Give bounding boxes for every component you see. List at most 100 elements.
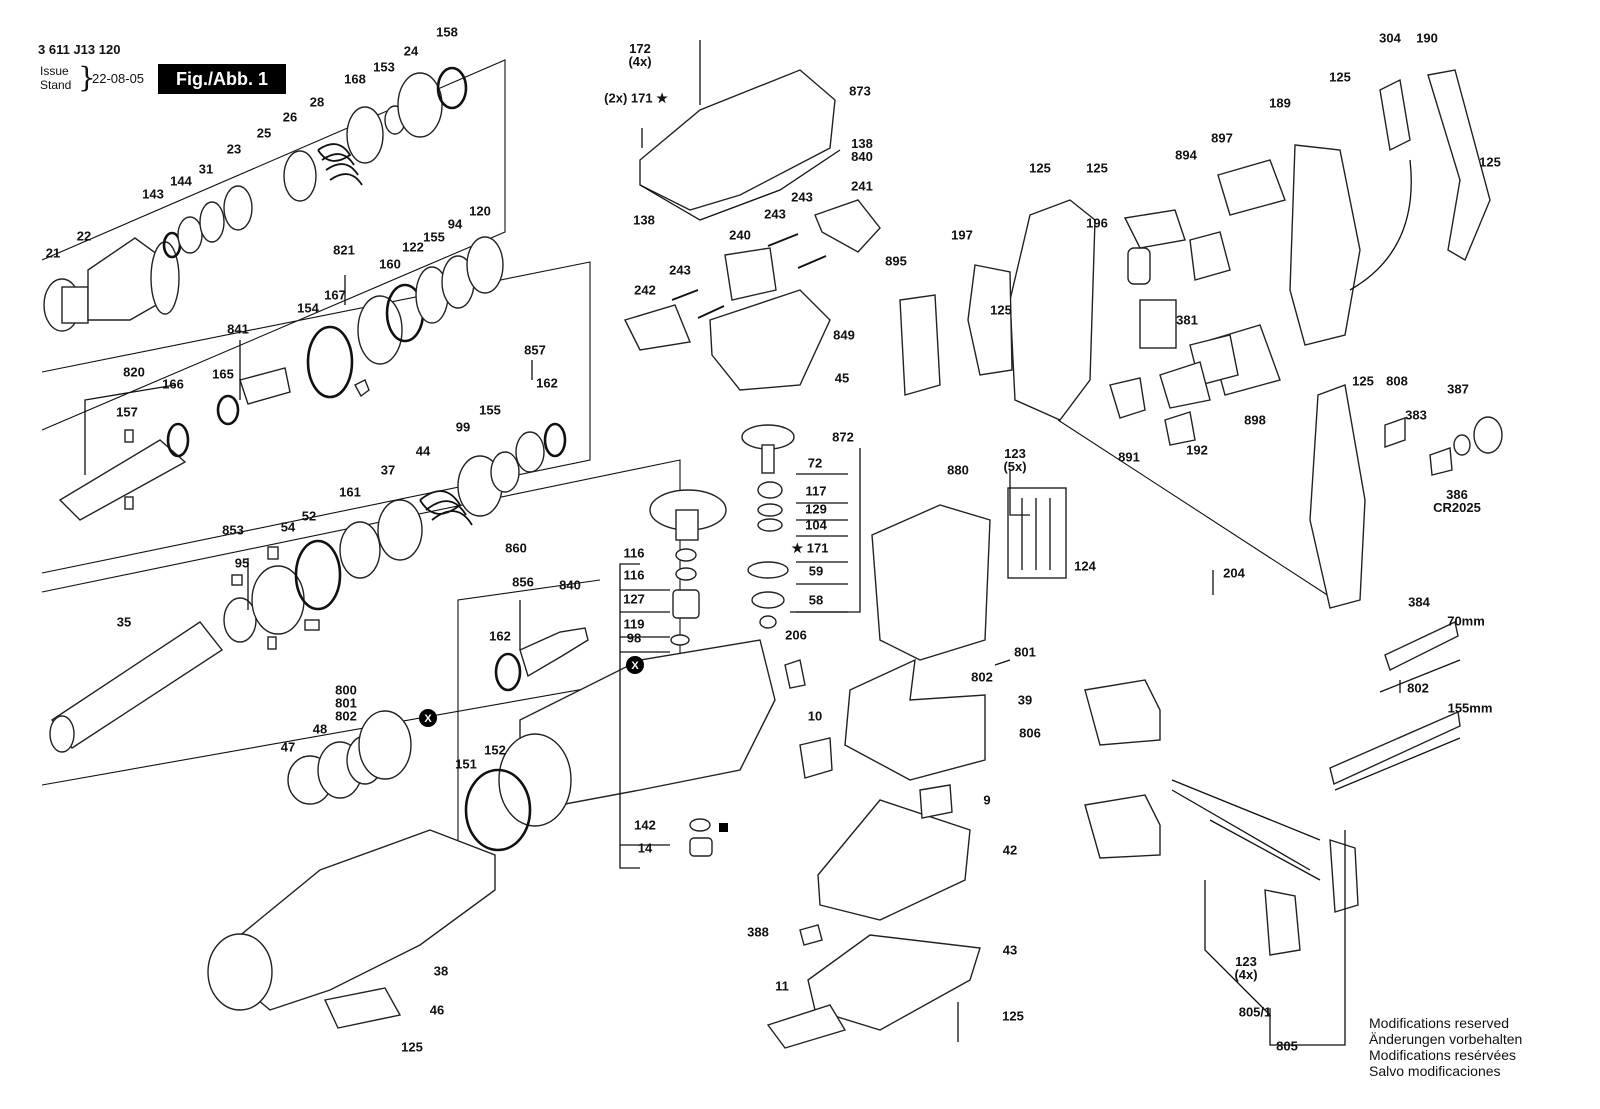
part-label: 805/1 xyxy=(1238,1004,1272,1020)
part-label: 808 xyxy=(1386,373,1408,389)
part-label: 125 xyxy=(1002,1008,1024,1024)
note-line: Modifications reserved xyxy=(1369,1015,1510,1031)
part-label: 44 xyxy=(415,443,431,459)
part-label: 123 (5x) xyxy=(1003,446,1027,474)
document-number: 3 611 J13 120 xyxy=(38,42,121,57)
part-label: 161 xyxy=(339,484,361,500)
chuck-assembly xyxy=(43,66,468,332)
part-label: 125 xyxy=(1029,160,1051,176)
part-label: 125 xyxy=(1479,154,1501,170)
part-label: 21 xyxy=(45,245,61,261)
part-label: 158 xyxy=(436,24,458,40)
part-label: 387 xyxy=(1447,381,1469,397)
handle-assembly xyxy=(899,69,1503,609)
figure-label: Fig./Abb. 1 xyxy=(158,64,286,94)
spindle-assembly xyxy=(49,539,589,805)
part-label: 125 xyxy=(1352,373,1374,389)
part-label: 154 xyxy=(297,300,319,316)
part-label: 800 801 802 xyxy=(335,682,357,724)
part-label: 242 xyxy=(634,282,656,298)
part-label: 138 840 xyxy=(851,136,873,164)
part-label: 873 xyxy=(849,83,871,99)
part-label: 70mm xyxy=(1447,613,1485,629)
note-line: Änderungen vorbehalten xyxy=(1369,1031,1523,1047)
part-label: 117 xyxy=(805,483,827,499)
part-label: 123 (4x) xyxy=(1234,954,1258,982)
part-label: 138 xyxy=(633,212,655,228)
housing-assembly xyxy=(207,489,776,1029)
cover-assembly xyxy=(624,40,881,391)
part-label: 196 xyxy=(1086,215,1108,231)
part-label: 192 xyxy=(1186,442,1208,458)
part-label: 22 xyxy=(76,228,92,244)
part-label: 189 xyxy=(1269,95,1291,111)
part-label: 142 xyxy=(634,817,656,833)
part-label: 802 xyxy=(971,669,993,685)
part-label: 37 xyxy=(380,462,396,478)
part-label: 152 xyxy=(484,742,506,758)
part-label: 122 xyxy=(402,239,424,255)
part-label: 42 xyxy=(1002,842,1018,858)
part-label: 125 xyxy=(990,302,1012,318)
part-label: 860 xyxy=(505,540,527,556)
part-label: 23 xyxy=(226,141,242,157)
part-label: 383 xyxy=(1405,407,1427,423)
part-label: 14 xyxy=(637,840,653,856)
part-label: 197 xyxy=(951,227,973,243)
part-label: 9 xyxy=(983,792,991,808)
issue-date: 22-08-05 xyxy=(92,71,145,86)
part-label: 28 xyxy=(309,94,325,110)
part-label: 820 xyxy=(123,364,145,380)
x-marker-center: X xyxy=(631,660,639,672)
part-label: 155 xyxy=(423,229,445,245)
part-label: 153 xyxy=(373,59,395,75)
part-label: 160 xyxy=(379,256,401,272)
part-label: 243 xyxy=(764,206,786,222)
part-label: 31 xyxy=(198,161,214,177)
modification-notes: Modifications reserved Änderungen vorbeh… xyxy=(1369,1015,1522,1079)
part-label: 125 xyxy=(1086,160,1108,176)
part-label: 143 xyxy=(142,186,164,202)
part-label: 168 xyxy=(344,71,366,87)
part-label: 11 xyxy=(775,978,789,994)
part-label: 243 xyxy=(669,262,691,278)
part-label: 72 xyxy=(807,455,823,471)
part-label: 58 xyxy=(808,592,824,608)
impact-assembly xyxy=(58,236,567,579)
motor-assembly xyxy=(766,487,1067,1049)
part-label: 243 xyxy=(791,189,813,205)
part-label: 52 xyxy=(301,508,317,524)
part-label: 880 xyxy=(947,462,969,478)
part-label: 898 xyxy=(1244,412,1266,428)
part-label: 853 xyxy=(222,522,244,538)
part-label: 240 xyxy=(729,227,751,243)
part-label: 165 xyxy=(212,366,234,382)
part-label: 241 xyxy=(851,178,873,194)
part-label: 162 xyxy=(489,628,511,644)
part-label: 125 xyxy=(401,1039,423,1055)
part-label: 94 xyxy=(447,216,463,232)
part-label: 805 xyxy=(1276,1038,1298,1054)
part-label: 872 xyxy=(832,429,854,445)
issue-label: Issue xyxy=(40,64,69,78)
part-label: 167 xyxy=(324,287,346,303)
part-label: 127 xyxy=(623,591,645,607)
part-label: 38 xyxy=(433,963,449,979)
part-label: 25 xyxy=(256,125,272,141)
part-label: 190 xyxy=(1416,30,1438,46)
part-label: 162 xyxy=(536,375,558,391)
part-label: 304 xyxy=(1379,30,1401,46)
part-label: 856 xyxy=(512,574,534,590)
x-markers: X X xyxy=(424,660,639,725)
part-label: (2x) 171 ★ xyxy=(604,90,668,106)
part-label: 144 xyxy=(170,173,192,189)
part-label: 821 xyxy=(333,242,355,258)
part-label: 806 xyxy=(1019,725,1041,741)
x-marker-left: X xyxy=(424,713,432,725)
part-label: 119 xyxy=(623,616,645,632)
part-label: 124 xyxy=(1074,558,1096,574)
gear-train xyxy=(670,424,806,857)
note-line: Modifications resérvées xyxy=(1369,1047,1517,1063)
part-label: 204 xyxy=(1223,565,1245,581)
